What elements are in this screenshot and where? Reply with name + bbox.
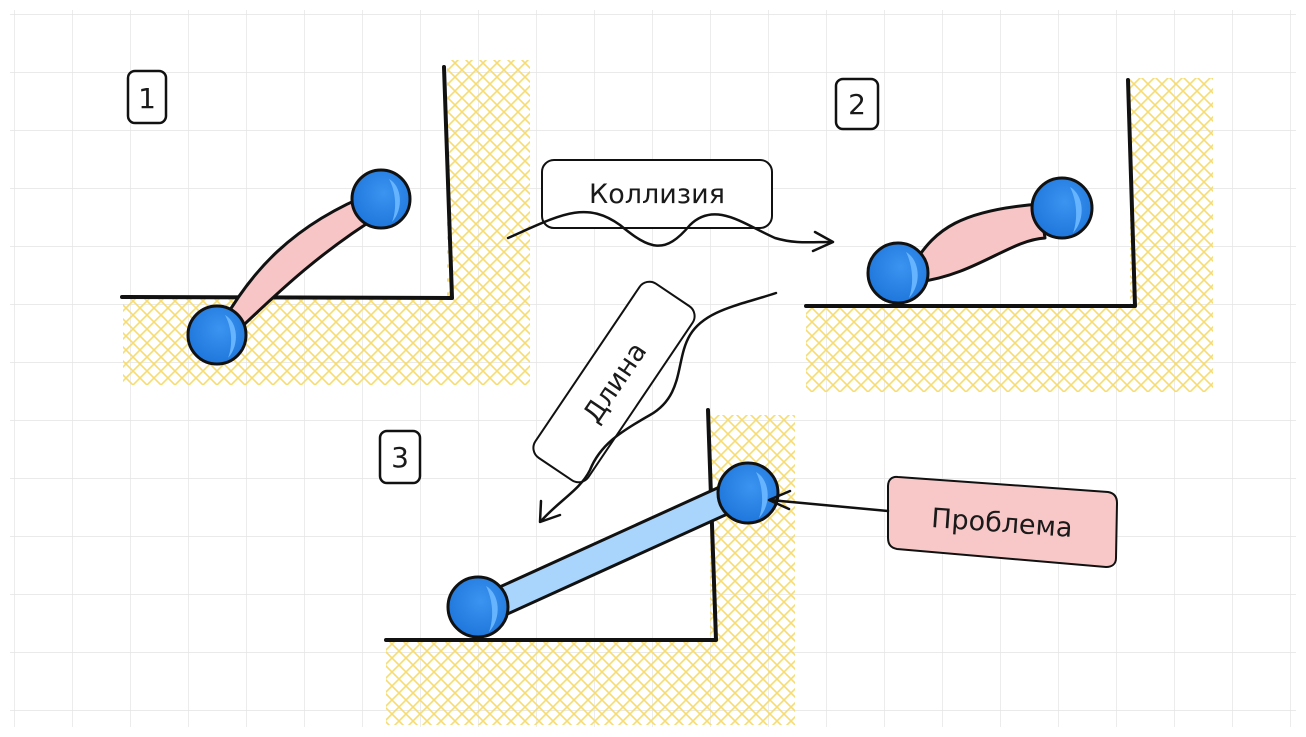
panel-3-ball-right [716,461,780,525]
collision-arrow [506,210,834,247]
collision-arrowhead [811,230,835,253]
collision-transition: Коллизия [506,159,835,253]
panel-3: 3 [378,408,795,725]
problem-arrow [768,498,890,513]
length-arrow [540,291,778,522]
panel-2: 2 [804,77,1213,392]
panel-3-number-box [378,429,422,485]
panel-1-ball-bottom [186,304,248,366]
panel-3-wall [384,408,718,642]
panel-2-ground-hatch [806,78,1213,392]
problem-arrowhead [767,489,792,511]
panel-1-ground-hatch [123,60,530,385]
panel-3-ground-hatch [386,415,795,725]
panel-2-number-box [834,77,880,131]
panel-1-number: 1 [138,82,156,115]
panel-1-wall [120,65,454,300]
panel-1-ball-top [350,168,412,230]
panel-3-number: 3 [391,441,409,474]
panel-1-number-box [126,69,168,125]
length-arrowhead [538,499,562,524]
panel-1: 1 [120,60,530,385]
length-label-box [532,280,696,484]
collision-label: Коллизия [589,179,725,210]
problem-callout-box [887,475,1119,569]
panel-2-number: 2 [848,88,866,121]
panel-2-wall [804,78,1137,308]
collision-label-box [541,159,773,229]
problem-callout: Проблема [767,475,1119,569]
panel-3-ball-left [446,575,510,639]
panel-2-ball-left [866,241,930,305]
panel-2-ball-right [1030,176,1094,240]
